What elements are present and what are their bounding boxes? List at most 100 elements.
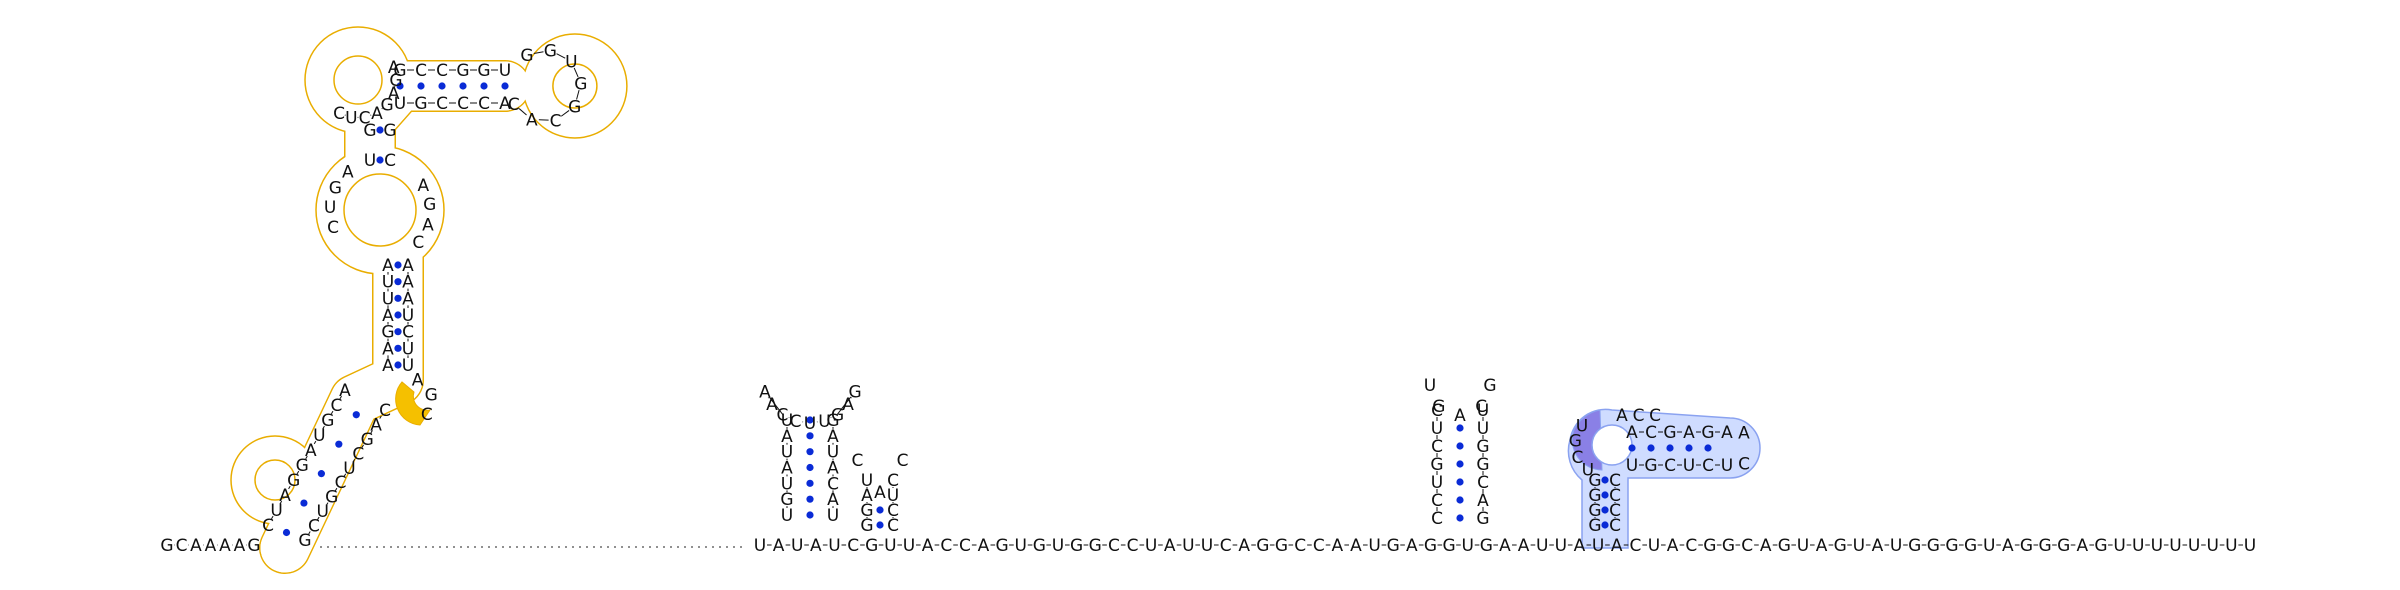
tail-base-6: G bbox=[247, 536, 260, 556]
domain1-arm-loop-4: G bbox=[568, 97, 581, 117]
main-base-70: G bbox=[2057, 536, 2070, 556]
backbone-segment bbox=[308, 531, 311, 535]
hairpin1-pair-6 bbox=[806, 416, 814, 424]
domain4-arm-pair-3 bbox=[1685, 444, 1693, 452]
main-base-31: A bbox=[1332, 536, 1344, 556]
main-base-45: U bbox=[1592, 536, 1604, 556]
domain1-top-loop-4: G bbox=[381, 95, 394, 115]
domain1-arm-loop-7: C bbox=[508, 95, 520, 115]
main-base-28: G bbox=[1275, 536, 1288, 556]
domain1-arm-pair-0 bbox=[396, 82, 404, 90]
hairpin1-loop-0: A bbox=[759, 382, 771, 402]
domain1-stem-right-0: U bbox=[402, 356, 414, 376]
hairpin1-loop-3: C bbox=[790, 412, 802, 432]
domain1-arm-bottom-1: G bbox=[414, 94, 427, 114]
hairpin3-pair-1 bbox=[1456, 496, 1464, 504]
hairpin1-right-3: A bbox=[827, 459, 839, 479]
domain1-arm-top-1: C bbox=[415, 61, 427, 81]
domain4-arm-pair-2 bbox=[1666, 444, 1674, 452]
hairpin1-loop-1: A bbox=[766, 395, 778, 415]
hairpin1-loop-7: A bbox=[842, 395, 854, 415]
hairpin2-right-1: C bbox=[887, 501, 899, 521]
main-base-63: G bbox=[1927, 536, 1940, 556]
domain4-arm-tip-1: C bbox=[1738, 455, 1750, 475]
domain1-stem-left-6: A bbox=[382, 256, 394, 276]
domain1-stem-left-5: U bbox=[382, 273, 394, 293]
backbone-segment bbox=[343, 473, 347, 477]
domain1-stem-left-2: G bbox=[381, 323, 394, 343]
backbone-segment bbox=[518, 108, 527, 116]
main-base-47: C bbox=[1629, 536, 1641, 556]
backbone-segment bbox=[317, 516, 320, 520]
backbone-segment bbox=[334, 487, 338, 491]
domain1-stem-pair-4 bbox=[394, 294, 402, 302]
hairpin3-pair-4 bbox=[1456, 442, 1464, 450]
domain1-arm-loop-6: A bbox=[526, 111, 538, 131]
domain1-foot-right-5: U bbox=[343, 459, 355, 479]
main-base-5: C bbox=[847, 536, 859, 556]
hairpin2-pair-0 bbox=[876, 521, 884, 529]
domain1-stem-pair-0 bbox=[394, 361, 402, 369]
domain1-arm-top-2: C bbox=[436, 61, 448, 81]
main-base-59: U bbox=[1853, 536, 1865, 556]
backbone-segment bbox=[361, 444, 364, 448]
main-base-32: A bbox=[1350, 536, 1362, 556]
domain4-arm-top-5: A bbox=[1721, 423, 1733, 443]
main-base-34: G bbox=[1387, 536, 1400, 556]
main-base-48: U bbox=[1648, 536, 1660, 556]
backbone-segment bbox=[370, 430, 373, 434]
domain4-arm-bottom-4: C bbox=[1702, 456, 1714, 476]
domain1-foot-left-5: A bbox=[305, 441, 317, 461]
main-base-68: G bbox=[2020, 536, 2033, 556]
domain4-stem-left-3: G bbox=[1588, 471, 1601, 491]
hairpin1-pair-1 bbox=[806, 495, 814, 503]
main-base-65: G bbox=[1964, 536, 1977, 556]
domain4-arm-bottom-0: U bbox=[1626, 456, 1638, 476]
hairpin1-loop-8: G bbox=[849, 382, 862, 402]
domain1-top-loop-1: U bbox=[345, 108, 357, 128]
main-base-58: G bbox=[1834, 536, 1847, 556]
domain1-arm-bottom-5: A bbox=[499, 94, 511, 114]
hairpin3-right-0: G bbox=[1476, 509, 1489, 529]
domain1-foot-left-1: U bbox=[270, 501, 282, 521]
domain4-loop-left-1: C bbox=[1572, 448, 1584, 468]
backbone-segment bbox=[305, 455, 308, 460]
domain1-foot-left-8: C bbox=[331, 396, 343, 416]
hairpin1-pair-5 bbox=[806, 432, 814, 440]
domain1-foot-left-9: A bbox=[339, 381, 351, 401]
domain4-stem-right-3: C bbox=[1609, 471, 1621, 491]
domain1-arm-top-4: G bbox=[477, 61, 490, 81]
main-base-55: G bbox=[1778, 536, 1791, 556]
domain1-stem-right-3: U bbox=[402, 306, 414, 326]
domain1-arm-bottom-2: C bbox=[436, 94, 448, 114]
hairpin3-loop-3: C bbox=[1475, 397, 1487, 417]
hairpin2-left-1: G bbox=[860, 501, 873, 521]
hairpin1-loop-4: U bbox=[804, 414, 816, 434]
domain4-loop-top-1: C bbox=[1633, 406, 1645, 426]
main-base-60: A bbox=[1872, 536, 1884, 556]
hairpin3-right-2: C bbox=[1477, 473, 1489, 493]
domain1-foot-left-4: G bbox=[296, 456, 309, 476]
domain1-upper-loop-left-2: G bbox=[329, 179, 342, 199]
main-base-15: G bbox=[1033, 536, 1046, 556]
domain4-loop-left-3: U bbox=[1576, 417, 1588, 437]
main-base-61: U bbox=[1890, 536, 1902, 556]
hairpin2-loop-0: C bbox=[852, 451, 864, 471]
domain1-foot-left-3: G bbox=[287, 471, 300, 491]
hairpin2-left-0: G bbox=[860, 516, 873, 536]
domain1-stem-pair-1 bbox=[394, 344, 402, 352]
main-base-76: U bbox=[2169, 536, 2181, 556]
domain1-arm-loop-5: C bbox=[550, 111, 562, 131]
tail-base-1: C bbox=[176, 536, 188, 556]
main-base-72: G bbox=[2094, 536, 2107, 556]
hairpin2-left-3: U bbox=[861, 471, 873, 491]
domain1-stem-pair-6 bbox=[394, 261, 402, 269]
main-base-22: A bbox=[1164, 536, 1176, 556]
main-base-57: A bbox=[1816, 536, 1828, 556]
domain1-upper-loop-right-0: A bbox=[417, 176, 429, 196]
hairpin3-pair-3 bbox=[1456, 460, 1464, 468]
tail-base-2: A bbox=[190, 536, 202, 556]
domain1-foot-right-8: A bbox=[370, 415, 382, 435]
main-base-50: C bbox=[1685, 536, 1697, 556]
domain4-stem-pair-2 bbox=[1601, 491, 1609, 499]
